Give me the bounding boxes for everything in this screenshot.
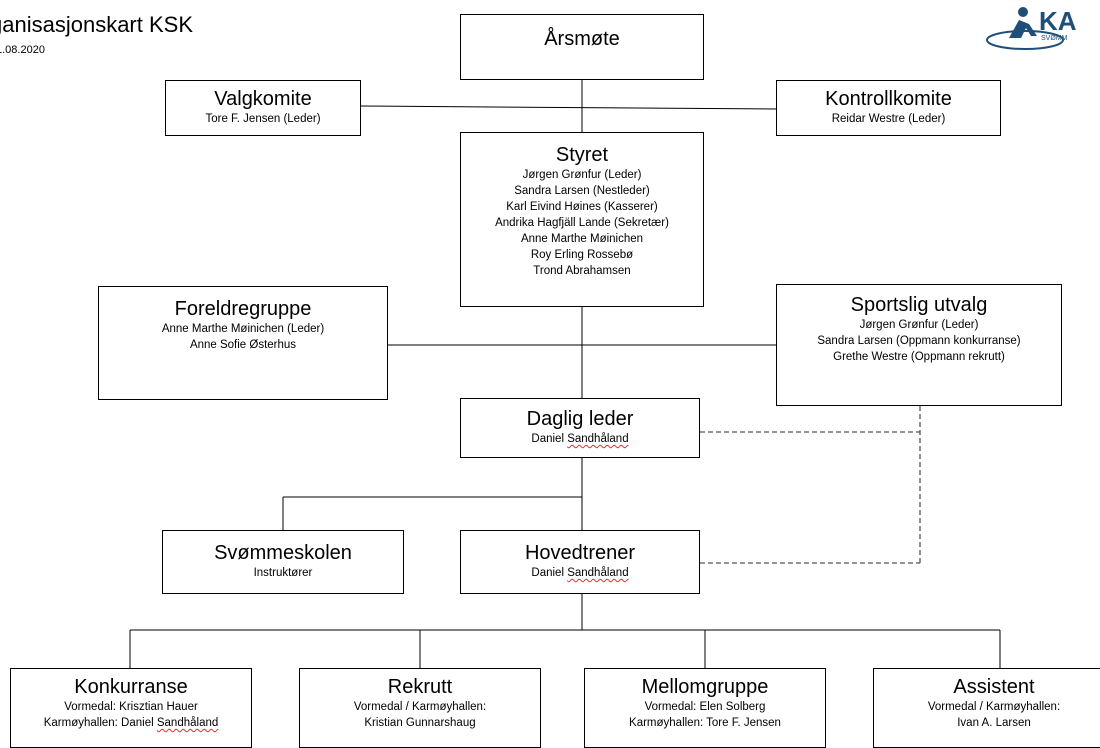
swimmer-logo-icon: KA SVØMM xyxy=(986,6,1077,50)
member-line: Grethe Westre (Oppmann rekrutt) xyxy=(833,351,1005,363)
box-title: Hovedtrener xyxy=(524,542,636,564)
box-title: Foreldregruppe xyxy=(174,298,312,320)
member-line: Kristian Gunnarshaug xyxy=(364,717,476,729)
box-title: Svømmeskolen xyxy=(214,542,352,564)
member-line: Trond Abrahamsen xyxy=(533,265,631,277)
box-title: Sportslig utvalg xyxy=(850,294,988,316)
box-sportslig-utvalg: Sportslig utvalg Jørgen Grønfur (Leder) … xyxy=(776,284,1062,406)
member-line: Daniel Sandhåland xyxy=(461,431,699,447)
member-line: Reidar Westre (Leder) xyxy=(831,113,946,125)
box-title: Daglig leder xyxy=(526,408,634,430)
member-line: Roy Erling Rossebø xyxy=(530,249,634,261)
box-daglig-leder: Daglig leder Daniel Sandhåland xyxy=(460,398,700,458)
member-line: Ivan A. Larsen xyxy=(957,717,1031,729)
member-line: Karmøyhallen: Daniel Sandhåland xyxy=(11,715,251,731)
member-line: Andrika Hagfjäll Lande (Sekretær) xyxy=(495,217,669,229)
member-line: Karmøyhallen: Tore F. Jensen xyxy=(629,717,781,729)
box-title: Kontrollkomite xyxy=(825,88,952,110)
box-assistent: Assistent Vormedal / Karmøyhallen: Ivan … xyxy=(873,668,1100,748)
box-foreldregruppe: Foreldregruppe Anne Marthe Møinichen (Le… xyxy=(98,286,388,400)
box-rekrutt: Rekrutt Vormedal / Karmøyhallen: Kristia… xyxy=(299,668,541,748)
member-line: Tore F. Jensen (Leder) xyxy=(205,113,321,125)
member-line: Karl Eivind Høines (Kasserer) xyxy=(506,201,658,213)
name-prefix: Daniel xyxy=(531,433,568,445)
box-title: Assistent xyxy=(953,676,1035,698)
logo-text: KA xyxy=(1039,6,1077,36)
connector-komite xyxy=(359,105,777,110)
member-line: Daniel Sandhåland xyxy=(461,565,699,581)
chart-title: ganisasjonskart KSK xyxy=(0,12,193,37)
flagged-word: Sandhåland xyxy=(567,433,629,445)
member-line: Sandra Larsen (Nestleder) xyxy=(514,185,650,197)
box-title: Konkurranse xyxy=(74,676,188,698)
name-prefix: Karmøyhallen: Daniel xyxy=(43,717,157,729)
member-line: Vormedal: Krisztian Hauer xyxy=(64,701,198,713)
member-line: Anne Marthe Møinichen xyxy=(520,233,644,245)
name-prefix: Daniel xyxy=(531,567,568,579)
flagged-word: Sandhåland xyxy=(156,717,219,729)
box-kontrollkomite: Kontrollkomite Reidar Westre (Leder) xyxy=(776,80,1001,136)
box-konkurranse: Konkurranse Vormedal: Krisztian Hauer Ka… xyxy=(10,668,252,748)
box-title: Valgkomite xyxy=(214,88,312,110)
flagged-word: Sandhåland xyxy=(567,567,629,579)
member-line: Jørgen Grønfur (Leder) xyxy=(859,319,979,331)
box-styret: Styret Jørgen Grønfur (Leder) Sandra Lar… xyxy=(460,132,704,307)
box-svommeskolen: Svømmeskolen Instruktører xyxy=(162,530,404,594)
box-title: Styret xyxy=(555,144,609,166)
box-title: Mellomgruppe xyxy=(641,676,769,698)
box-arsmote: Årsmøte xyxy=(460,14,704,80)
member-line: Sandra Larsen (Oppmann konkurranse) xyxy=(817,335,1021,347)
member-line: Vormedal / Karmøyhallen: xyxy=(353,701,487,713)
box-valgkomite: Valgkomite Tore F. Jensen (Leder) xyxy=(165,80,361,136)
box-title: Årsmøte xyxy=(544,28,620,50)
logo-subtext: SVØMM xyxy=(1041,35,1068,42)
box-title: Rekrutt xyxy=(387,676,453,698)
box-mellomgruppe: Mellomgruppe Vormedal: Elen Solberg Karm… xyxy=(584,668,826,748)
member-line: Anne Sofie Østerhus xyxy=(189,339,297,351)
member-line: Instruktører xyxy=(253,567,313,579)
chart-date: 1.08.2020 xyxy=(0,44,45,56)
member-line: Vormedal: Elen Solberg xyxy=(644,701,766,713)
member-line: Anne Marthe Møinichen (Leder) xyxy=(161,323,325,335)
member-line: Vormedal / Karmøyhallen: xyxy=(927,701,1061,713)
box-hovedtrener: Hovedtrener Daniel Sandhåland xyxy=(460,530,700,594)
member-line: Jørgen Grønfur (Leder) xyxy=(522,169,642,181)
